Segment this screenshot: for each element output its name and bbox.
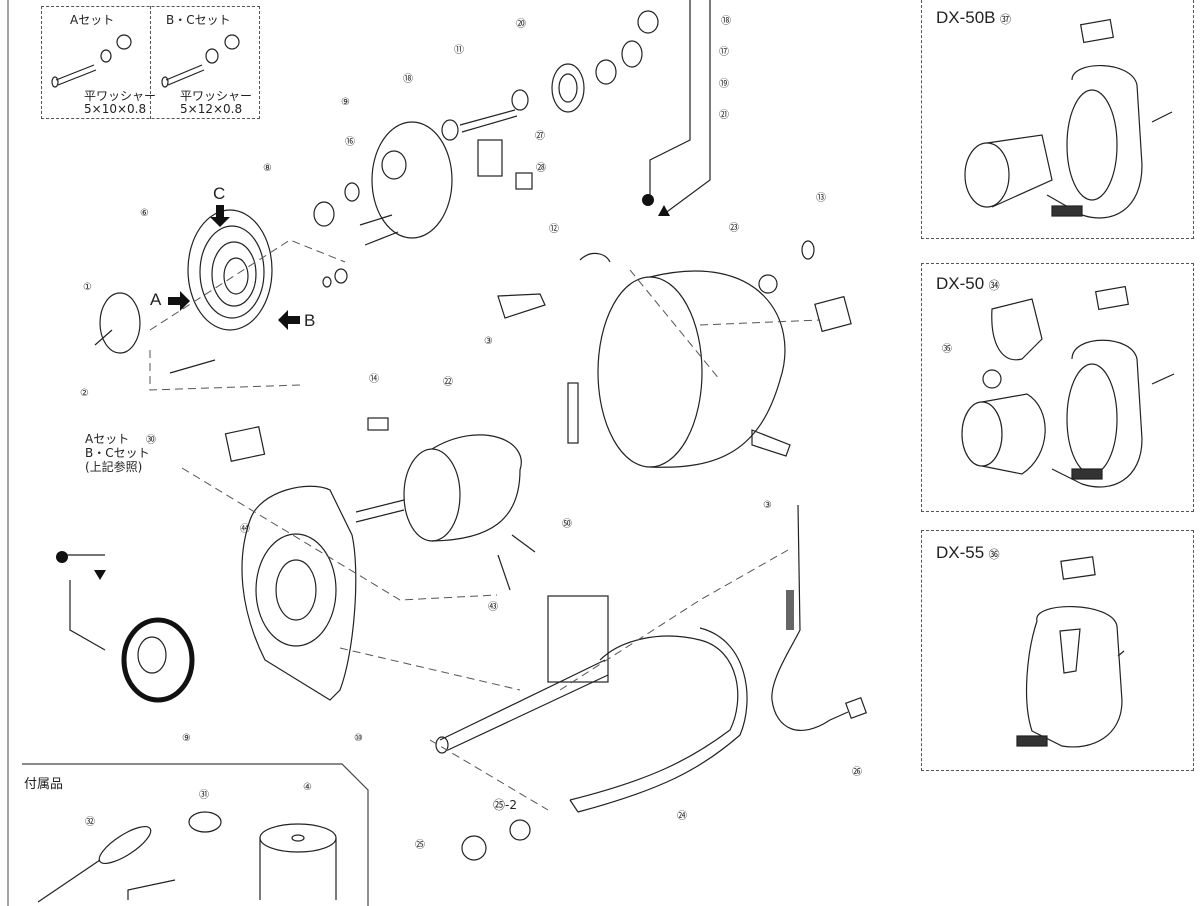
part-motor-cover (597, 276, 703, 468)
set-box-divider (150, 6, 151, 119)
part-label-25-2: ㉕-2 (493, 798, 517, 812)
model-num-dx50b: ㊲ (999, 13, 1011, 26)
part-motor (403, 448, 461, 542)
arrow-a (168, 291, 190, 311)
part-label-13: ⑬ (816, 193, 826, 204)
part-label-24: ㉔ (677, 811, 687, 822)
circle-marker-lower (56, 551, 68, 563)
part-label-50: ㊿ (562, 519, 572, 530)
part-label-3a: ③ (484, 336, 493, 347)
set-a-title: Aセット (70, 13, 115, 27)
set-note-line3: (上記参照) (85, 460, 143, 474)
part-label-35: ㉟ (942, 344, 952, 355)
triangle-marker (658, 205, 670, 216)
accessories-title: 付属品 (24, 777, 64, 792)
model-panel-dx50: DX-50 ㉞ (921, 263, 1194, 512)
part-label-20: ⑳ (516, 19, 526, 30)
model-panel-dx55: DX-55 ㊱ (921, 530, 1194, 771)
set-note-line2: B・Cセット (85, 446, 150, 460)
set-a-washer: 平ワッシャー (84, 89, 157, 103)
set-a-washer-size: 5×10×0.8 (84, 102, 147, 116)
part-stand-plate (547, 595, 609, 683)
part-label-44: ㊹ (240, 524, 250, 535)
arrow-c (210, 205, 230, 227)
part-label-18b: ⑱ (403, 74, 413, 85)
part-flange-plate (371, 121, 453, 239)
model-title-dx50b: DX-50B ㊲ (936, 8, 1011, 27)
part-label-31: ㉛ (199, 790, 209, 801)
part-label-21: ㉑ (719, 110, 729, 121)
part-label-1: ① (83, 282, 92, 293)
part-label-22: ㉒ (443, 377, 453, 388)
model-num-dx50: ㉞ (988, 279, 1000, 292)
part-label-10: ⑩ (354, 733, 363, 744)
part-label-17: ⑰ (719, 47, 729, 58)
part-label-6: ⑥ (140, 208, 149, 219)
part-label-19: ⑲ (719, 79, 729, 90)
part-housing (241, 485, 357, 701)
set-screws (51, 34, 240, 88)
part-label-16: ⑯ (345, 137, 355, 148)
model-num-dx55: ㊱ (988, 548, 1000, 561)
model-panel-dx50b: DX-50B ㊲ (921, 0, 1194, 239)
part-label-28: ㉘ (536, 163, 546, 174)
label-b: B (304, 311, 316, 330)
part-label-4: ④ (303, 782, 312, 793)
part-label-9b: ⑨ (182, 733, 191, 744)
label-c: C (213, 184, 226, 203)
label-a: A (150, 290, 162, 309)
part-label-14: ⑭ (369, 374, 379, 385)
part-label-8: ⑧ (263, 163, 272, 174)
part-label-11: ⑪ (454, 45, 464, 56)
triangle-marker-lower (94, 570, 106, 580)
set-bc-title: B・Cセット (166, 13, 231, 27)
part-label-27: ㉗ (535, 131, 545, 142)
set-bc-washer: 平ワッシャー (180, 89, 253, 103)
part-label-43: ㊸ (488, 602, 498, 613)
dx50-drawing (961, 285, 1175, 488)
dx55-drawing (1016, 556, 1125, 748)
part-label-12: ⑫ (549, 224, 559, 235)
set-note: Aセット B・Cセット (上記参照) (85, 432, 150, 474)
part-label-26: ㉖ (852, 767, 862, 778)
arrow-b (278, 310, 300, 330)
model-title-dx55: DX-55 ㊱ (936, 543, 1000, 562)
part-label-30: ㉚ (146, 435, 156, 446)
set-bc-washer-size: 5×12×0.8 (180, 102, 243, 116)
dx50b-drawing (964, 18, 1173, 219)
set-note-line1: Aセット (85, 432, 130, 446)
part-cover-disc (99, 292, 141, 354)
circle-marker (642, 194, 654, 206)
part-label-9a: ⑨ (341, 97, 350, 108)
part-label-18a: ⑱ (721, 16, 731, 27)
part-label-25: ㉕ (415, 840, 425, 851)
part-spiral-plate (187, 209, 273, 331)
part-gear (551, 63, 585, 113)
model-title-dx50: DX-50 ㉞ (936, 274, 1000, 293)
part-label-3b: ③ (763, 500, 772, 511)
part-label-23: ㉓ (729, 223, 739, 234)
part-label-32: ㉜ (85, 817, 95, 828)
part-label-2: ② (80, 388, 89, 399)
